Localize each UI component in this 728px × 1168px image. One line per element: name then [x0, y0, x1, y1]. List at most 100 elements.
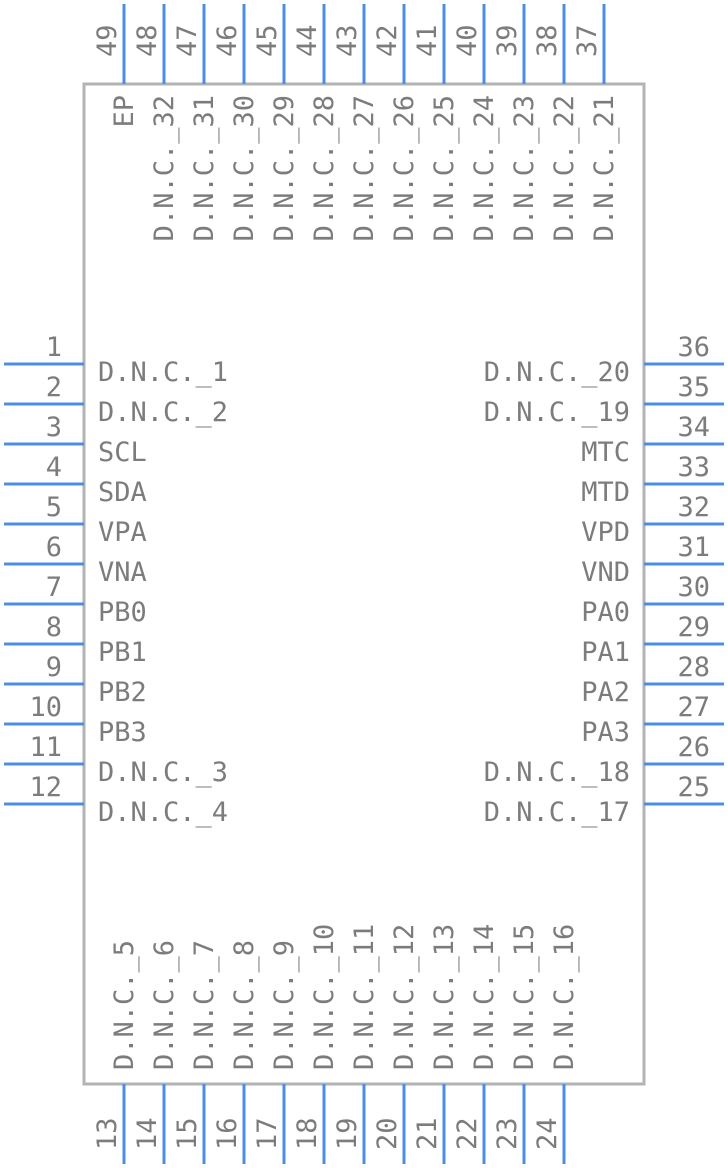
pin-number-23: 23: [492, 1117, 523, 1150]
pin-label-d-n-c-16: D.N.C._16: [549, 924, 580, 1070]
pin-label-mtd: MTD: [581, 477, 630, 508]
pin-number-4: 4: [46, 452, 62, 483]
pin-number-12: 12: [29, 772, 62, 803]
pin-label-d-n-c-18: D.N.C._18: [484, 757, 630, 788]
pin-label-pa1: PA1: [581, 637, 630, 668]
pin-label-d-n-c-6: D.N.C._6: [149, 940, 180, 1070]
pin-label-d-n-c-12: D.N.C._12: [389, 924, 420, 1070]
pin-label-d-n-c-3: D.N.C._3: [98, 757, 228, 788]
pin-number-41: 41: [412, 24, 443, 57]
pin-number-10: 10: [29, 692, 62, 723]
pin-label-scl: SCL: [98, 437, 147, 468]
pin-number-7: 7: [46, 572, 62, 603]
pin-label-d-n-c-4: D.N.C._4: [98, 797, 228, 828]
pin-number-33: 33: [677, 452, 710, 483]
pin-number-47: 47: [172, 24, 203, 57]
pin-number-27: 27: [677, 692, 710, 723]
pin-label-d-n-c-28: D.N.C._28: [309, 95, 340, 241]
pin-number-3: 3: [46, 412, 62, 443]
pin-number-45: 45: [252, 24, 283, 57]
pin-label-d-n-c-24: D.N.C._24: [469, 95, 500, 241]
pin-number-1: 1: [46, 332, 62, 363]
pin-label-vpa: VPA: [98, 517, 147, 548]
pin-number-18: 18: [292, 1117, 323, 1150]
pin-label-pa3: PA3: [581, 717, 630, 748]
pin-label-d-n-c-25: D.N.C._25: [429, 95, 460, 241]
pin-label-d-n-c-9: D.N.C._9: [269, 940, 300, 1070]
pin-number-25: 25: [677, 772, 710, 803]
pin-number-2: 2: [46, 372, 62, 403]
pin-label-ep: EP: [109, 95, 140, 128]
pin-label-d-n-c-7: D.N.C._7: [189, 940, 220, 1070]
pin-label-pa2: PA2: [581, 677, 630, 708]
pin-label-pb0: PB0: [98, 597, 147, 628]
pin-number-9: 9: [46, 652, 62, 683]
pin-number-24: 24: [532, 1117, 563, 1150]
pin-label-pb3: PB3: [98, 717, 147, 748]
pin-label-pa0: PA0: [581, 597, 630, 628]
pin-label-d-n-c-21: D.N.C._21: [589, 95, 620, 241]
pin-number-13: 13: [92, 1117, 123, 1150]
pin-number-8: 8: [46, 612, 62, 643]
pin-label-d-n-c-29: D.N.C._29: [269, 95, 300, 241]
pins-layer: 1D.N.C._12D.N.C._23SCL4SDA5VPA6VNA7PB08P…: [4, 4, 724, 1164]
pin-number-49: 49: [92, 24, 123, 57]
pin-number-20: 20: [372, 1117, 403, 1150]
pin-label-d-n-c-13: D.N.C._13: [429, 924, 460, 1070]
pin-label-d-n-c-32: D.N.C._32: [149, 95, 180, 241]
pin-label-d-n-c-5: D.N.C._5: [109, 940, 140, 1070]
pin-label-vnd: VND: [581, 557, 630, 588]
pin-label-d-n-c-19: D.N.C._19: [484, 397, 630, 428]
pin-number-17: 17: [252, 1117, 283, 1150]
pin-number-42: 42: [372, 24, 403, 57]
pin-number-21: 21: [412, 1117, 443, 1150]
pin-label-d-n-c-30: D.N.C._30: [229, 95, 260, 241]
pin-label-vna: VNA: [98, 557, 147, 588]
pin-number-37: 37: [572, 24, 603, 57]
pin-number-46: 46: [212, 24, 243, 57]
pin-number-16: 16: [212, 1117, 243, 1150]
pin-number-40: 40: [452, 24, 483, 57]
pin-number-35: 35: [677, 372, 710, 403]
pin-label-d-n-c-8: D.N.C._8: [229, 940, 260, 1070]
pin-label-d-n-c-22: D.N.C._22: [549, 95, 580, 241]
pin-label-sda: SDA: [98, 477, 147, 508]
pin-label-d-n-c-17: D.N.C._17: [484, 797, 630, 828]
pin-number-14: 14: [132, 1117, 163, 1150]
pin-label-d-n-c-23: D.N.C._23: [509, 95, 540, 241]
pin-label-d-n-c-10: D.N.C._10: [309, 924, 340, 1070]
pin-number-28: 28: [677, 652, 710, 683]
pin-label-mtc: MTC: [581, 437, 630, 468]
pin-number-5: 5: [46, 492, 62, 523]
pin-label-d-n-c-2: D.N.C._2: [98, 397, 228, 428]
pin-number-48: 48: [132, 24, 163, 57]
pin-number-26: 26: [677, 732, 710, 763]
pin-label-vpd: VPD: [581, 517, 630, 548]
pin-label-pb1: PB1: [98, 637, 147, 668]
pin-label-d-n-c-14: D.N.C._14: [469, 924, 500, 1070]
pin-number-34: 34: [677, 412, 710, 443]
pin-number-36: 36: [677, 332, 710, 363]
component-body-outline: [82, 82, 646, 1086]
pin-number-43: 43: [332, 24, 363, 57]
pin-number-38: 38: [532, 24, 563, 57]
pin-number-30: 30: [677, 572, 710, 603]
pin-number-39: 39: [492, 24, 523, 57]
pin-number-22: 22: [452, 1117, 483, 1150]
pin-label-pb2: PB2: [98, 677, 147, 708]
pin-number-29: 29: [677, 612, 710, 643]
pin-label-d-n-c-11: D.N.C._11: [349, 924, 380, 1070]
pin-label-d-n-c-27: D.N.C._27: [349, 95, 380, 241]
pin-label-d-n-c-15: D.N.C._15: [509, 924, 540, 1070]
pin-number-44: 44: [292, 24, 323, 57]
pin-number-6: 6: [46, 532, 62, 563]
pin-number-32: 32: [677, 492, 710, 523]
pin-label-d-n-c-20: D.N.C._20: [484, 357, 630, 388]
pin-number-11: 11: [29, 732, 62, 763]
pin-number-19: 19: [332, 1117, 363, 1150]
pin-label-d-n-c-1: D.N.C._1: [98, 357, 228, 388]
pin-label-d-n-c-26: D.N.C._26: [389, 95, 420, 241]
pin-number-31: 31: [677, 532, 710, 563]
pin-number-15: 15: [172, 1117, 203, 1150]
